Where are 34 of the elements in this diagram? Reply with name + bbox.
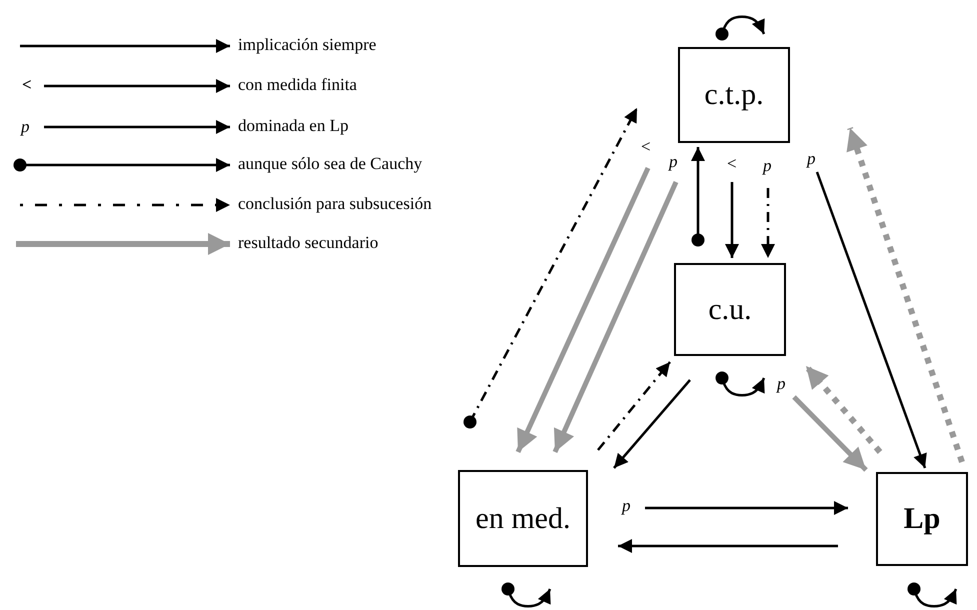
arrow [645,501,848,515]
legend-symbol: < [22,76,32,93]
legend-label: resultado secundario [238,234,378,251]
arrow [464,107,638,428]
loop-arrow [502,582,552,608]
box [674,263,786,356]
arrow [792,395,868,472]
legend-label: conclusión para subsucesión [238,195,432,212]
node-label: c.u. [708,292,752,326]
arrow [846,127,965,463]
box [458,470,588,567]
loop-arrow [716,372,766,396]
arrow [761,188,775,258]
node-label: en med. [476,502,570,536]
arrow [613,379,691,469]
arrow [516,166,650,454]
arrow [597,361,671,451]
legend-label: con medida finita [238,76,357,93]
loop-arrow [716,16,766,40]
legend-label: implicación siempre [238,36,376,53]
box [678,47,790,143]
arrow [552,180,678,454]
legend-symbol: p [21,118,30,135]
box [876,472,968,566]
loop-arrow [908,582,958,608]
arrow [691,147,705,246]
node-label: c.t.p. [704,78,764,112]
arrow [816,172,927,468]
arrow [618,539,838,553]
node-label: Lp [904,502,940,536]
legend-label: aunque sólo sea de Cauchy [238,155,422,172]
legend-label: dominada en Lp [238,117,348,134]
arrow [725,182,739,258]
arrow [804,364,882,454]
